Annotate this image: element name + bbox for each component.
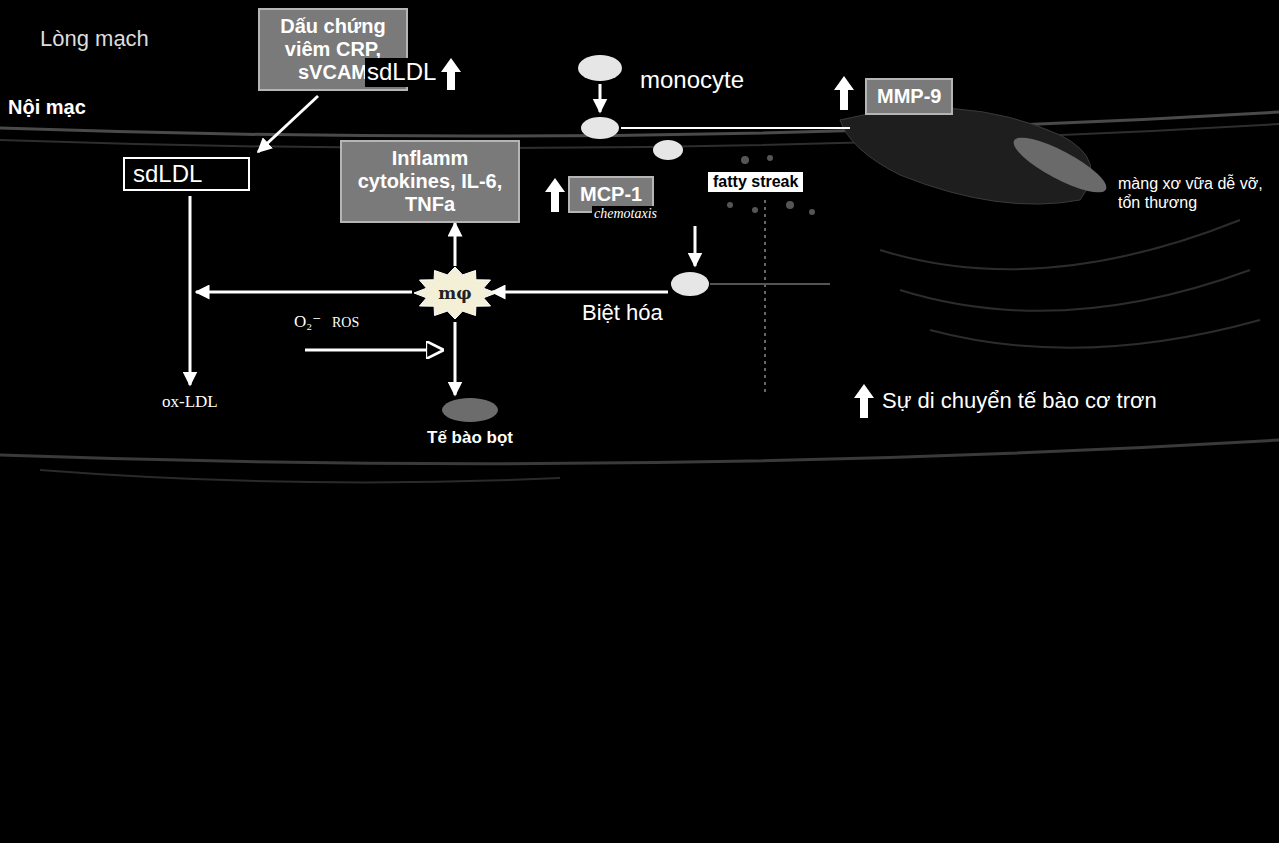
cell-label: monocyte: [638, 66, 746, 95]
arrow: [454, 322, 457, 395]
node-text: sdLDL: [133, 160, 202, 188]
node-text: fatty streak: [713, 173, 798, 191]
arrow: [492, 291, 668, 294]
node-text: Inflamm cytokines, IL-6, TNFa: [352, 147, 508, 216]
process-label: Sự di chuyển tế bào cơ trơn: [880, 388, 1159, 414]
connector-arrow: [454, 223, 457, 266]
lesion-box: fatty streak: [708, 172, 803, 192]
node-text: MMP-9: [877, 85, 941, 108]
line: [710, 283, 830, 285]
lipid-label: ox-LDL: [160, 392, 220, 412]
muscle-line: [900, 270, 1250, 311]
ros-label: ROS: [330, 315, 361, 332]
ros-label: O₂⁻: [292, 312, 323, 332]
muscle-line: [880, 220, 1240, 269]
cytokine-box: Inflamm cytokines, IL-6, TNFa: [340, 140, 520, 223]
enzyme-box: MMP-9: [865, 78, 953, 115]
region-label: Nội mạc: [6, 95, 88, 119]
arrow: [196, 291, 412, 294]
arrow: [694, 226, 697, 266]
arrow: [258, 96, 318, 152]
arrow: [189, 196, 192, 385]
endothelium-line: [0, 124, 1279, 148]
fibrous-cap: [1008, 128, 1113, 202]
region-label: Lòng mạch: [38, 26, 151, 52]
media-line: [40, 470, 560, 483]
arrow: [599, 84, 602, 112]
macrophage-star: mφ: [413, 266, 497, 320]
endothelium-line: [0, 112, 1279, 136]
arrow: [305, 349, 442, 352]
lipid-box: sdLDL: [123, 157, 250, 191]
lipid-label: sdLDL: [365, 58, 438, 87]
media-line: [0, 440, 1279, 464]
lesion-label: màng xơ vữa dễ vỡ, tổn thương: [1116, 174, 1270, 212]
dotted-line: [764, 200, 766, 392]
node-text: MCP-1: [580, 183, 642, 206]
line: [621, 127, 850, 129]
process-label: chemotaxis: [592, 206, 659, 223]
up-arrow: [441, 58, 874, 418]
muscle-line: [930, 320, 1260, 348]
process-label: Biệt hóa: [580, 300, 665, 326]
cell-label: Tế bào bọt: [425, 428, 515, 448]
foam-cell: [442, 398, 498, 422]
node-text: mφ: [438, 283, 471, 303]
